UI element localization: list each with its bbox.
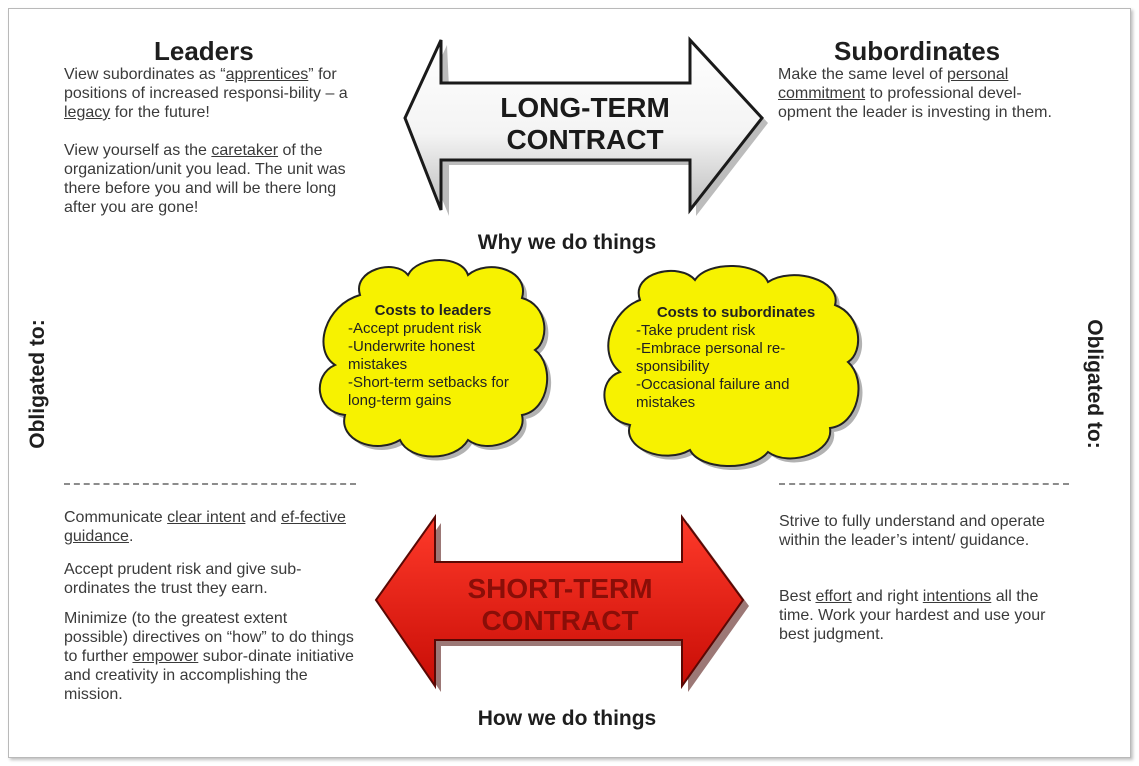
how-we-do-things-caption: How we do things (477, 707, 657, 730)
divider-left (64, 483, 356, 485)
leaders-long-term-p2: View yourself as the caretaker of the or… (64, 142, 346, 216)
effective-guidance-term: ef-fective guidance (64, 509, 346, 545)
obligated-to-right: Obligated to: (1083, 319, 1106, 449)
leaders-short-term-s1: Communicate clear intent and ef-fective … (64, 509, 346, 545)
cloud-subordinates (603, 265, 863, 471)
effort-term: effort (815, 588, 852, 605)
short-term-arrow-label: SHORT-TERM CONTRACT (467, 573, 653, 636)
cloud-leaders-text: Costs to leaders -Accept prudent risk -U… (348, 302, 518, 410)
cloud-leaders-item: -Accept prudent risk (348, 320, 482, 337)
cloud-subordinates-item: -Take prudent risk (636, 322, 756, 339)
subordinates-short-term-s2: Best effort and right intentions all the… (779, 588, 1046, 643)
leaders-long-term-p1: View subordinates as “apprentices” for p… (64, 66, 348, 121)
subordinates-long-term-p1: Make the same level of personal commitme… (778, 66, 1052, 121)
cloud-subordinates-title: Costs to subordinates (656, 304, 816, 321)
leaders-heading: Leaders (154, 36, 254, 66)
cloud-subordinates-text: Costs to subordinates -Take prudent risk… (636, 304, 836, 412)
cloud-leaders (318, 259, 552, 461)
long-term-arrow (403, 36, 764, 215)
cloud-subordinates-item: -Occasional failure and mistakes (636, 376, 790, 411)
cloud-leaders-item: -Short-term setbacks for long-term gains (348, 374, 509, 409)
intentions-term: intentions (922, 588, 992, 605)
empower-term: empower (132, 648, 199, 665)
why-we-do-things-caption: Why we do things (477, 231, 657, 254)
legacy-term: legacy (64, 104, 111, 121)
leaders-short-term-s3: Minimize (to the greatest extent possibl… (64, 610, 354, 703)
apprentices-term: apprentices (225, 66, 309, 83)
cloud-subordinates-item: -Embrace personal re-sponsibility (636, 340, 786, 375)
subordinates-short-term-s1: Strive to fully understand and operate w… (779, 513, 1045, 549)
subordinates-heading: Subordinates (834, 36, 1001, 66)
divider-right (779, 483, 1069, 485)
obligated-to-left: Obligated to: (26, 319, 49, 449)
short-term-arrow (374, 513, 745, 690)
caretaker-term: caretaker (211, 142, 279, 159)
personal-commitment-term: personal commitment (778, 66, 1009, 102)
leaders-short-term-s2: Accept prudent risk and give sub-ordinat… (64, 561, 302, 597)
long-term-arrow-label: LONG-TERM CONTRACT (500, 92, 670, 155)
cloud-leaders-item: -Underwrite honest mistakes (348, 338, 475, 373)
cloud-leaders-title: Costs to leaders (374, 302, 492, 319)
clear-intent-term: clear intent (167, 509, 246, 526)
